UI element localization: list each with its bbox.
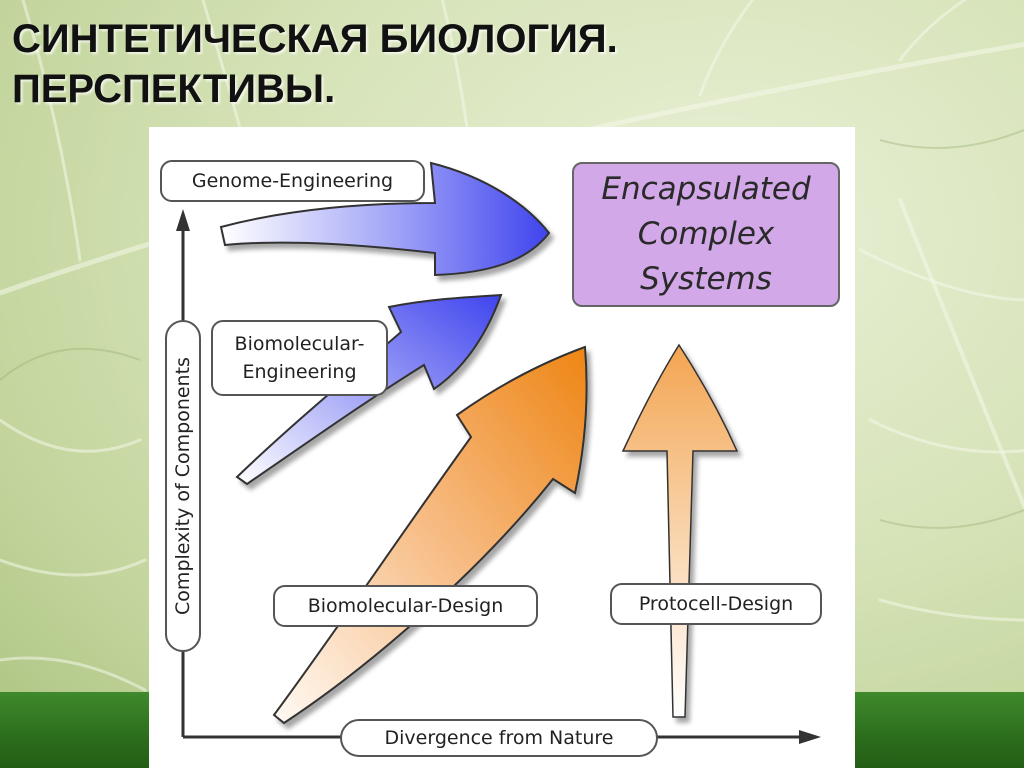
- biomolecular-design-text: Biomolecular-Design: [307, 595, 504, 617]
- biomolecular-engineering-label: Biomolecular- Engineering: [211, 320, 388, 396]
- slide-title-line-1: СИНТЕТИЧЕСКАЯ БИОЛОГИЯ.: [12, 17, 618, 61]
- target-box-line-3: Systems: [640, 261, 772, 297]
- target-box-line-1: Encapsulated: [601, 171, 811, 207]
- y-axis-label: Complexity of Components: [165, 320, 201, 652]
- slide-title: СИНТЕТИЧЕСКАЯ БИОЛОГИЯ. ПЕРСПЕКТИВЫ.: [12, 14, 618, 114]
- biomolecular-engineering-text-line-1: Biomolecular-: [234, 333, 365, 355]
- y-axis-label-text: Complexity of Components: [172, 357, 195, 615]
- protocell-design-arrow: [621, 343, 739, 718]
- biomolecular-design-label: Biomolecular-Design: [273, 585, 538, 627]
- target-box-line-2: Complex: [637, 216, 775, 252]
- encapsulated-complex-systems-box: Encapsulated Complex Systems: [572, 162, 840, 307]
- genome-engineering-text: Genome-Engineering: [191, 170, 394, 192]
- protocell-design-label: Protocell-Design: [610, 583, 822, 625]
- x-axis-label: Divergence from Nature: [340, 719, 658, 757]
- genome-engineering-arrow-shape: [219, 161, 551, 277]
- biomolecular-engineering-text-line-2: Engineering: [242, 361, 357, 383]
- diagram-panel: Genome-Engineering Biomolecular- Enginee…: [149, 127, 855, 768]
- genome-engineering-label: Genome-Engineering: [160, 160, 425, 202]
- protocell-design-text: Protocell-Design: [638, 593, 794, 615]
- slide-title-line-2: ПЕРСПЕКТИВЫ.: [12, 67, 336, 111]
- x-axis-label-text: Divergence from Nature: [384, 727, 614, 749]
